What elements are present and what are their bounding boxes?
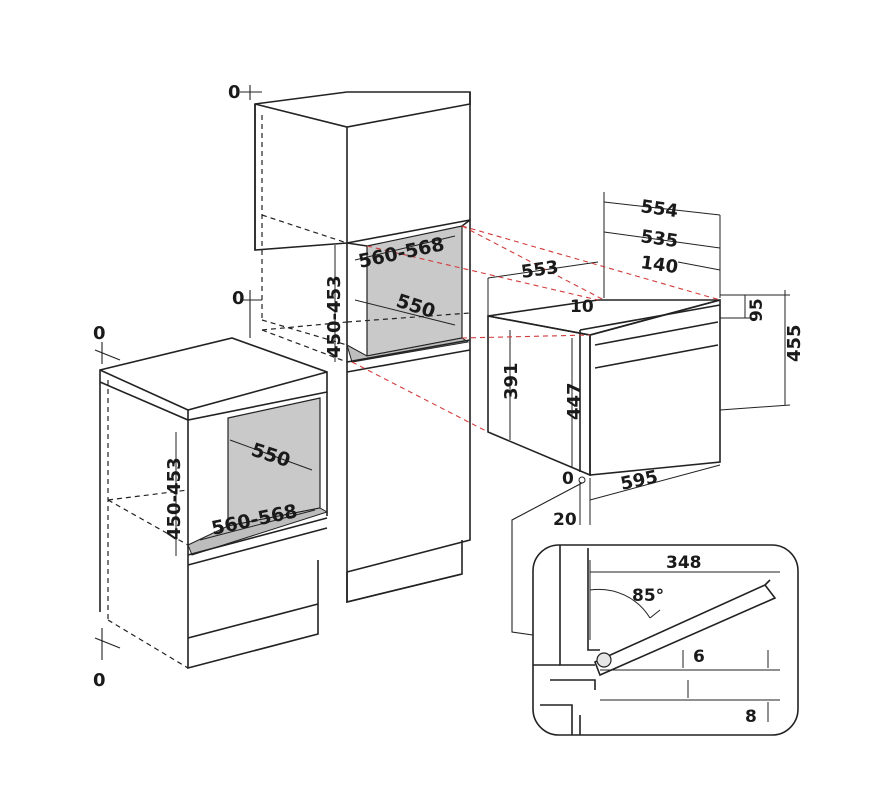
tall-cabinet <box>240 85 471 604</box>
base-niche-height-label: 450-453 <box>164 457 185 540</box>
oven-body-depth-label: 535 <box>639 226 679 252</box>
tall-niche-height-label: 450-453 <box>324 275 345 358</box>
door-angle-label: 85° <box>632 586 664 606</box>
oven-total-depth-label: 554 <box>639 196 679 222</box>
base-cabinet <box>94 337 329 670</box>
oven-panel-depth-label: 140 <box>639 252 679 278</box>
door-gap-floor-label: 8 <box>745 707 757 727</box>
tall-top-zero-label: 0 <box>228 82 241 103</box>
oven-front-height-label: 447 <box>564 382 585 420</box>
door-detail <box>532 544 799 736</box>
oven-bottom-zero-label: 0 <box>562 469 574 489</box>
base-bottom-zero-label: 0 <box>93 670 106 691</box>
door-length-label: 348 <box>666 553 702 573</box>
oven-total-height-label: 455 <box>784 324 805 362</box>
oven-offset-label: 10 <box>570 297 594 317</box>
oven-front-panel-height-label: 95 <box>747 298 767 322</box>
tall-mid-zero-label: 0 <box>232 288 245 309</box>
oven-top-depth-label: 553 <box>520 257 560 283</box>
door-gap-small-label: 6 <box>693 647 705 667</box>
detail-frame <box>532 544 799 736</box>
oven <box>351 192 791 637</box>
base-top-zero-label: 0 <box>93 323 106 344</box>
oven-body-height-label: 391 <box>501 362 522 400</box>
oven-bottom-gap-label: 20 <box>553 510 577 530</box>
